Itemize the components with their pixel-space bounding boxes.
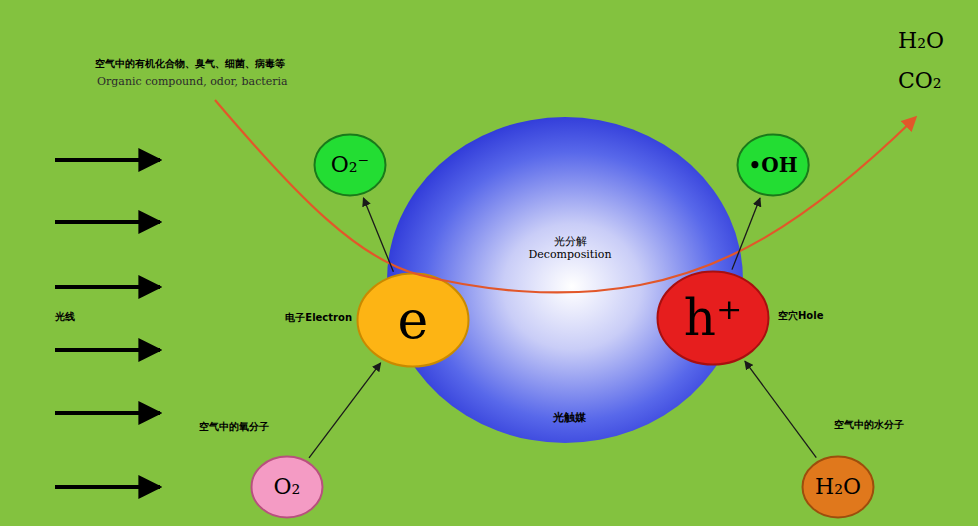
reaction-arrow — [732, 198, 760, 270]
light-arrows — [55, 160, 160, 487]
electron-label: 电子Electron — [264, 312, 352, 324]
light-arrow — [55, 285, 160, 289]
light-arrow — [55, 411, 160, 415]
light-arrow — [55, 485, 160, 489]
hydroxyl-circle: •OH — [736, 133, 810, 197]
oxygen-symbol: O₂ — [274, 474, 301, 500]
electron-symbol: e — [398, 289, 429, 351]
circle-body — [803, 457, 874, 518]
sphere-outline — [385, 115, 745, 445]
light-label: 光线 — [55, 311, 75, 323]
reaction-arrow — [309, 363, 381, 458]
superoxide-circle: O₂⁻ — [313, 133, 387, 197]
sphere-label: 光触媒 — [527, 411, 612, 424]
hole-circle: h⁺空穴Hole — [656, 270, 770, 366]
hole-label: 空穴Hole — [778, 310, 858, 322]
circle-body — [358, 274, 469, 367]
light-arrow — [55, 158, 160, 162]
electron-circle: e电子Electron — [356, 272, 470, 368]
hole-symbol: h⁺ — [684, 288, 743, 348]
circle-body — [658, 272, 769, 365]
light-arrow — [55, 348, 160, 352]
hydroxyl-symbol: •OH — [748, 153, 797, 177]
oxygen-circle: O₂空气中的氧分子 — [250, 455, 324, 519]
product-label: H₂O — [898, 28, 944, 54]
sphere-title: 光分解 Decomposition — [520, 235, 620, 261]
light-arrow — [55, 220, 160, 224]
product-label: CO₂ — [898, 68, 942, 94]
circle-body — [315, 135, 386, 196]
water-symbol: H₂O — [815, 474, 861, 500]
pollutant-label-en: Organic compound, odor, bacteria — [97, 75, 288, 88]
oxygen-label: 空气中的氧分子 — [178, 421, 290, 433]
reaction-arrow — [745, 361, 816, 457]
water-circle: H₂O空气中的水分子 — [801, 455, 875, 519]
circle-body — [252, 457, 323, 518]
reaction-arrow — [363, 198, 393, 272]
water-label: 空气中的水分子 — [813, 419, 925, 431]
circle-body — [737, 135, 808, 196]
pollutant-label-zh: 空气中的有机化合物、臭气、细菌、病毒等 — [95, 58, 285, 70]
superoxide-symbol: O₂⁻ — [331, 152, 369, 178]
photocatalyst-sphere: 光分解 Decomposition 光触媒 — [385, 115, 745, 445]
